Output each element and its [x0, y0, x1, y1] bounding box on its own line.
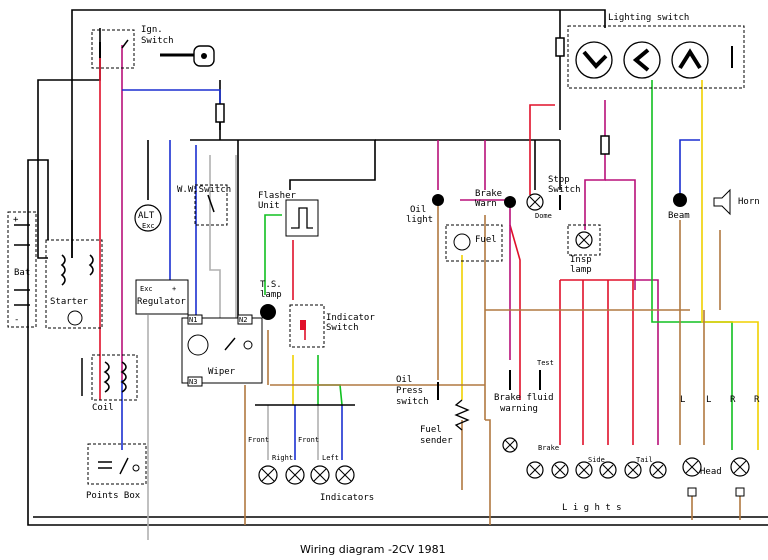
horn-label: Horn: [738, 197, 760, 207]
ign-switch-label-2: Switch: [141, 36, 174, 46]
wiper-n3: N3: [189, 378, 197, 386]
indicators-label: Indicators: [320, 493, 374, 503]
starter: Starter: [45, 239, 103, 329]
battery-plus: +: [13, 215, 19, 225]
flasher-label-2: Unit: [258, 201, 280, 211]
points-box-label: Points Box: [86, 491, 141, 501]
beam-label: Beam: [668, 211, 690, 221]
points-box: Points Box: [86, 443, 147, 501]
indicator-switch[interactable]: Indicator Switch: [289, 304, 375, 348]
ind-right: Right: [272, 454, 293, 462]
alternator: ALT Exc: [134, 204, 162, 232]
flasher-unit: Flasher Unit: [258, 191, 319, 237]
lights-tail: Tail: [636, 456, 653, 464]
head-R2: R: [754, 395, 760, 405]
head-L1: L: [680, 395, 685, 405]
indicator-switch-label-1: Indicator: [326, 313, 375, 323]
ts-lamp: T.S. lamp: [260, 280, 282, 320]
alt-label: ALT: [138, 211, 155, 221]
red-wires: [99, 45, 635, 445]
rear-lights: Brake Side Tail L i g h t s: [526, 444, 667, 513]
wiper-label: Wiper: [208, 367, 236, 377]
insp-lamp: Insp lamp: [567, 224, 601, 275]
horn: Horn: [713, 188, 760, 216]
head-R1: R: [730, 395, 736, 405]
brake-fluid-label-2: warning: [500, 404, 538, 414]
yellow-wires: [292, 80, 759, 450]
insp-lamp-label-2: lamp: [570, 265, 592, 275]
wiper: N1 N2 N3 Wiper: [181, 314, 263, 387]
blue-wires: [121, 89, 700, 460]
battery-minus: -: [14, 315, 19, 325]
lighting-switch[interactable]: Lighting switch: [567, 13, 745, 89]
alt-exc-label: Exc: [142, 222, 155, 230]
fuse-3: [600, 135, 610, 155]
test-label: Test: [537, 359, 554, 367]
ww-switch[interactable]: W.W.Switch: [177, 184, 231, 226]
lights-side: Side: [588, 456, 605, 464]
diagram-caption: Wiring diagram -2CV 1981: [300, 543, 446, 556]
fuel-sender-label-1: Fuel: [420, 425, 442, 435]
ind-left: Left: [322, 454, 339, 462]
oil-press-label-2: Press: [396, 386, 423, 396]
lights-label: L i g h t s: [562, 503, 622, 513]
grey-wires: [147, 155, 237, 540]
regulator-label: Regulator: [137, 297, 186, 307]
stop-switch-label-1: Stop: [548, 175, 570, 185]
ind-front-right: Front: [248, 436, 269, 444]
lighting-switch-label: Lighting switch: [608, 13, 689, 23]
regulator: Exc + Regulator: [135, 279, 189, 315]
oil-press-label-3: switch: [396, 397, 429, 407]
fuse-2: [555, 37, 565, 57]
brake-warn-label-1: Brake: [475, 189, 502, 199]
starter-label: Starter: [50, 297, 89, 307]
beam-lamp: Beam: [668, 193, 690, 221]
dome-label: Dome: [535, 212, 552, 220]
brake-fluid-label-1: Brake fluid: [494, 393, 554, 403]
ts-lamp-label-2: lamp: [260, 290, 282, 300]
brake-fluid-warning: Test Brake fluid warning: [494, 359, 554, 453]
indicator-switch-label-2: Switch: [326, 323, 359, 333]
headlights: Head L L R R: [680, 395, 760, 497]
oil-light-label-1: Oil: [410, 205, 426, 215]
coil-label: Coil: [92, 403, 114, 413]
fuel-label: Fuel: [475, 235, 497, 245]
insp-lamp-label-1: Insp: [570, 255, 592, 265]
wiper-n1: N1: [189, 316, 197, 324]
head-L2: L: [706, 395, 711, 405]
regulator-plus: +: [172, 285, 176, 293]
ww-switch-label: W.W.Switch: [177, 185, 231, 195]
oil-light: Oil light: [406, 194, 444, 225]
battery: + - Bat: [7, 211, 37, 328]
black-wires: [27, 9, 768, 526]
head-label: Head: [700, 467, 722, 477]
fuse-1: [215, 103, 225, 123]
key-icon: [160, 45, 215, 67]
ignition-switch[interactable]: Ign. Switch: [91, 25, 215, 69]
stop-switch: Stop Switch: [548, 175, 581, 210]
ind-front-left: Front: [298, 436, 319, 444]
coil: Coil: [81, 354, 138, 413]
fuel-sender-label-2: sender: [420, 436, 453, 446]
oil-press-switch: Oil Press switch: [396, 375, 439, 407]
dome-lamp: Dome: [526, 193, 552, 220]
stop-switch-label-2: Switch: [548, 185, 581, 195]
brake-warn: Brake Warn: [475, 189, 516, 209]
brown-wires: [244, 200, 741, 525]
brake-warn-label-2: Warn: [475, 199, 497, 209]
oil-light-label-2: light: [406, 215, 433, 225]
regulator-exc: Exc: [140, 285, 153, 293]
lights-brake: Brake: [538, 444, 559, 452]
flasher-label-1: Flasher: [258, 191, 297, 201]
fuel-gauge: Fuel: [445, 224, 503, 262]
battery-label: Bat: [14, 268, 30, 278]
ts-lamp-label-1: T.S.: [260, 280, 282, 290]
indicator-lamps: Front Right Front Left Indicators: [248, 404, 374, 503]
oil-press-label-1: Oil: [396, 375, 412, 385]
fuel-sender: Fuel sender: [420, 399, 470, 446]
wiper-n2: N2: [239, 316, 247, 324]
ign-switch-label-1: Ign.: [141, 25, 163, 35]
